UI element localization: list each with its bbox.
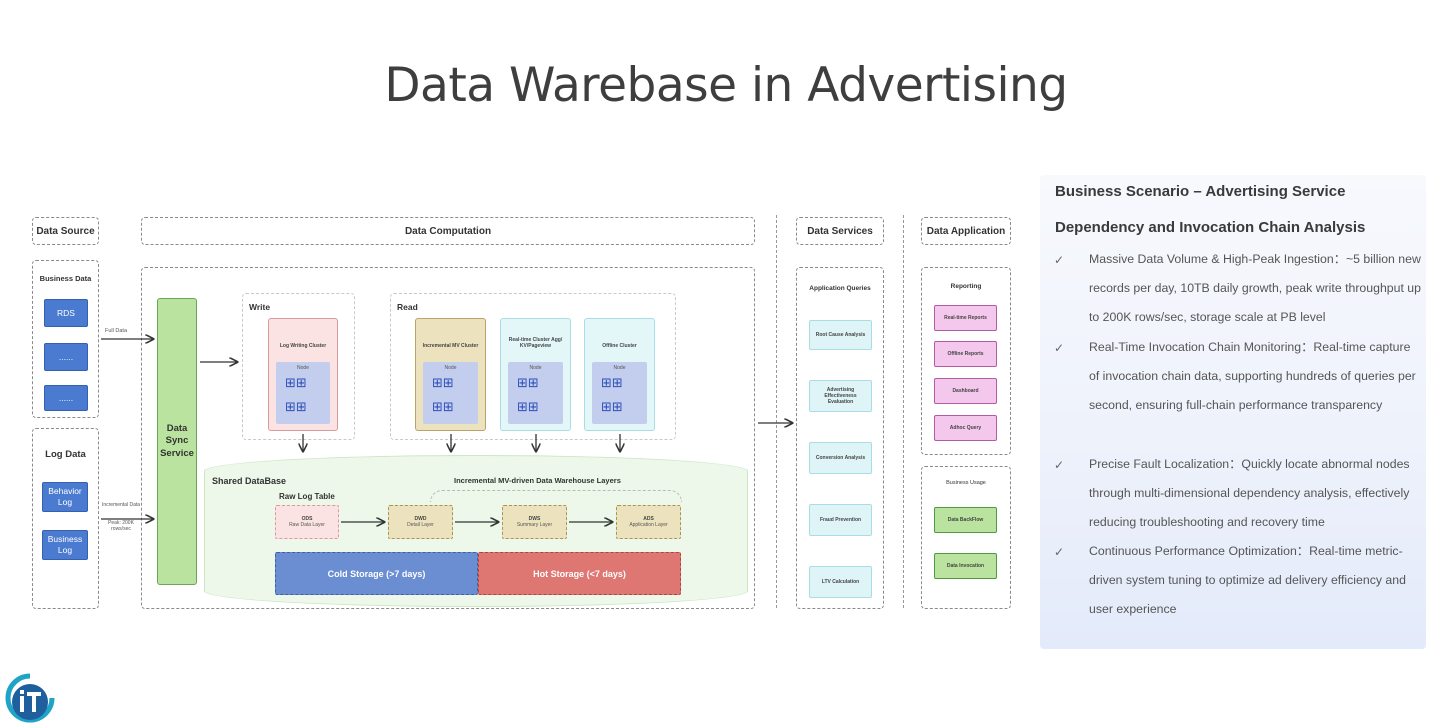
app-queries-label: Application Queries [809, 285, 871, 292]
node-label: Node [444, 365, 457, 371]
divider-line [776, 215, 777, 608]
cluster-name: Real-time Cluster Agg/ KV/Pageview [508, 337, 563, 349]
layer-dwd[interactable]: DWD Detail Layer [388, 505, 453, 539]
panel-subheading: Dependency and Invocation Chain Analysis [1055, 219, 1366, 236]
node-label: Node [613, 365, 626, 371]
read-group: Read [390, 293, 676, 440]
service-conversion[interactable]: Conversion Analysis [809, 442, 872, 474]
check-icon: ✓ [1054, 545, 1065, 559]
incremental-mv-cluster[interactable]: Incremental MV Cluster Node ⊞⊞ ⊞⊞ [415, 318, 486, 431]
node-label: Node [297, 365, 309, 371]
cluster-name: Offline Cluster [602, 343, 637, 349]
header-data-services: Data Services [796, 217, 884, 245]
check-icon: ✓ [1054, 458, 1065, 472]
source-rds[interactable]: RDS [44, 299, 88, 327]
layer-code: ADS [643, 515, 654, 522]
cpu-icon: ⊞⊞ [432, 399, 454, 414]
cpu-icon: ⊞⊞ [601, 399, 623, 414]
header-data-source: Data Source [32, 217, 99, 245]
computation-area [141, 267, 755, 609]
cpu-icon: ⊞⊞ [601, 375, 623, 390]
source-behavior-log[interactable]: Behavior Log [42, 482, 88, 512]
source-business-log[interactable]: Business Log [42, 530, 88, 560]
edge-label-incremental: Incremental Data [101, 502, 141, 508]
business-data-label: Business Data [39, 274, 92, 283]
layer-code: DWD [414, 515, 427, 522]
layer-name: Detail Layer [407, 522, 434, 528]
service-ltv[interactable]: LTV Calculation [809, 566, 872, 598]
business-usage-label: Business Usage [946, 480, 986, 486]
layer-name: Raw Data Layer [289, 522, 325, 528]
edge-label-full-data: Full Data [105, 328, 128, 334]
raw-log-table-label: Raw Log Table [279, 492, 335, 501]
check-icon: ✓ [1054, 253, 1065, 267]
cluster-name: Log Writing Cluster [279, 343, 327, 349]
layer-name: Application Layer [629, 522, 668, 528]
log-data-label: Log Data [45, 449, 86, 460]
it-logo-icon [5, 673, 55, 723]
node-label: Node [529, 365, 542, 371]
usage-data-backflow[interactable]: Data BackFlow [934, 507, 997, 533]
bullet-text: Real-Time Invocation Chain Monitoring：Re… [1089, 340, 1416, 413]
layer-name: Summary Layer [516, 522, 553, 528]
source-placeholder[interactable]: ...... [44, 385, 88, 411]
service-fraud[interactable]: Fraud Prevention [809, 504, 872, 536]
source-placeholder[interactable]: ...... [44, 343, 88, 371]
offline-cluster[interactable]: Offline Cluster Node ⊞⊞ ⊞⊞ [584, 318, 655, 431]
services-group: Application Queries Root Cause Analysis … [796, 267, 884, 609]
header-data-computation: Data Computation [141, 217, 755, 245]
business-data-group: Business Data RDS ...... ...... [32, 260, 99, 418]
reporting-group: Reporting Real-time Reports Offline Repo… [921, 267, 1011, 455]
reporting-label: Reporting [950, 283, 982, 290]
hot-storage[interactable]: Hot Storage (<7 days) [478, 552, 681, 595]
layers-bracket [430, 490, 682, 502]
layer-code: DWS [528, 515, 541, 522]
realtime-cluster[interactable]: Real-time Cluster Agg/ KV/Pageview Node … [500, 318, 571, 431]
report-adhoc[interactable]: Adhoc Query [934, 415, 997, 441]
cpu-icon: ⊞⊞ [285, 399, 307, 414]
log-data-group: Log Data Behavior Log Business Log [32, 428, 99, 609]
data-sync-service[interactable]: Data Sync Service [157, 298, 197, 585]
header-data-application: Data Application [921, 217, 1011, 245]
read-label: Read [397, 302, 418, 312]
report-dashboard[interactable]: Dashboard [934, 378, 997, 404]
divider-line [903, 215, 904, 608]
business-usage-group: Business Usage Data BackFlow Data Invoca… [921, 466, 1011, 609]
cold-storage[interactable]: Cold Storage (>7 days) [275, 552, 478, 595]
shared-db-label: Shared DataBase [212, 476, 287, 486]
layer-ads[interactable]: ADS Application Layer [616, 505, 681, 539]
cpu-icon: ⊞⊞ [432, 375, 454, 390]
business-scenario-panel: Business Scenario – Advertising Service … [1040, 175, 1426, 649]
write-group: Write [242, 293, 355, 440]
layer-ods[interactable]: ODS Raw Data Layer [275, 505, 339, 539]
write-label: Write [249, 302, 271, 312]
bullet-text: Continuous Performance Optimization：Real… [1089, 544, 1406, 617]
dw-layers-label: Incremental MV-driven Data Warehouse Lay… [454, 476, 621, 485]
report-realtime[interactable]: Real-time Reports [934, 305, 997, 331]
node-box: Node ⊞⊞ ⊞⊞ [508, 362, 563, 424]
usage-data-invocation[interactable]: Data Invocation [934, 553, 997, 579]
cpu-icon: ⊞⊞ [517, 375, 539, 390]
node-box: Node ⊞⊞ ⊞⊞ [276, 362, 330, 424]
panel-heading: Business Scenario – Advertising Service [1055, 183, 1346, 200]
layer-code: ODS [301, 515, 313, 522]
layer-dws[interactable]: DWS Summary Layer [502, 505, 567, 539]
bullet-text: Precise Fault Localization：Quickly locat… [1089, 457, 1410, 530]
node-box: Node ⊞⊞ ⊞⊞ [423, 362, 478, 424]
check-icon: ✓ [1054, 341, 1065, 355]
cpu-icon: ⊞⊞ [285, 375, 307, 390]
cluster-name: Incremental MV Cluster [422, 343, 479, 349]
edge-label-peak: Peak: 200K rows/sec [108, 520, 134, 532]
cpu-icon: ⊞⊞ [517, 399, 539, 414]
report-offline[interactable]: Offline Reports [934, 341, 997, 367]
node-box: Node ⊞⊞ ⊞⊞ [592, 362, 647, 424]
page-title: Data Warebase in Advertising [384, 58, 1068, 113]
log-writing-cluster[interactable]: Log Writing Cluster Node ⊞⊞ ⊞⊞ [268, 318, 338, 431]
service-ad-effectiveness[interactable]: Advertising Effectiveness Evaluation [809, 380, 872, 412]
service-root-cause[interactable]: Root Cause Analysis [809, 320, 872, 350]
bullet-text: Massive Data Volume & High-Peak Ingestio… [1089, 252, 1421, 325]
